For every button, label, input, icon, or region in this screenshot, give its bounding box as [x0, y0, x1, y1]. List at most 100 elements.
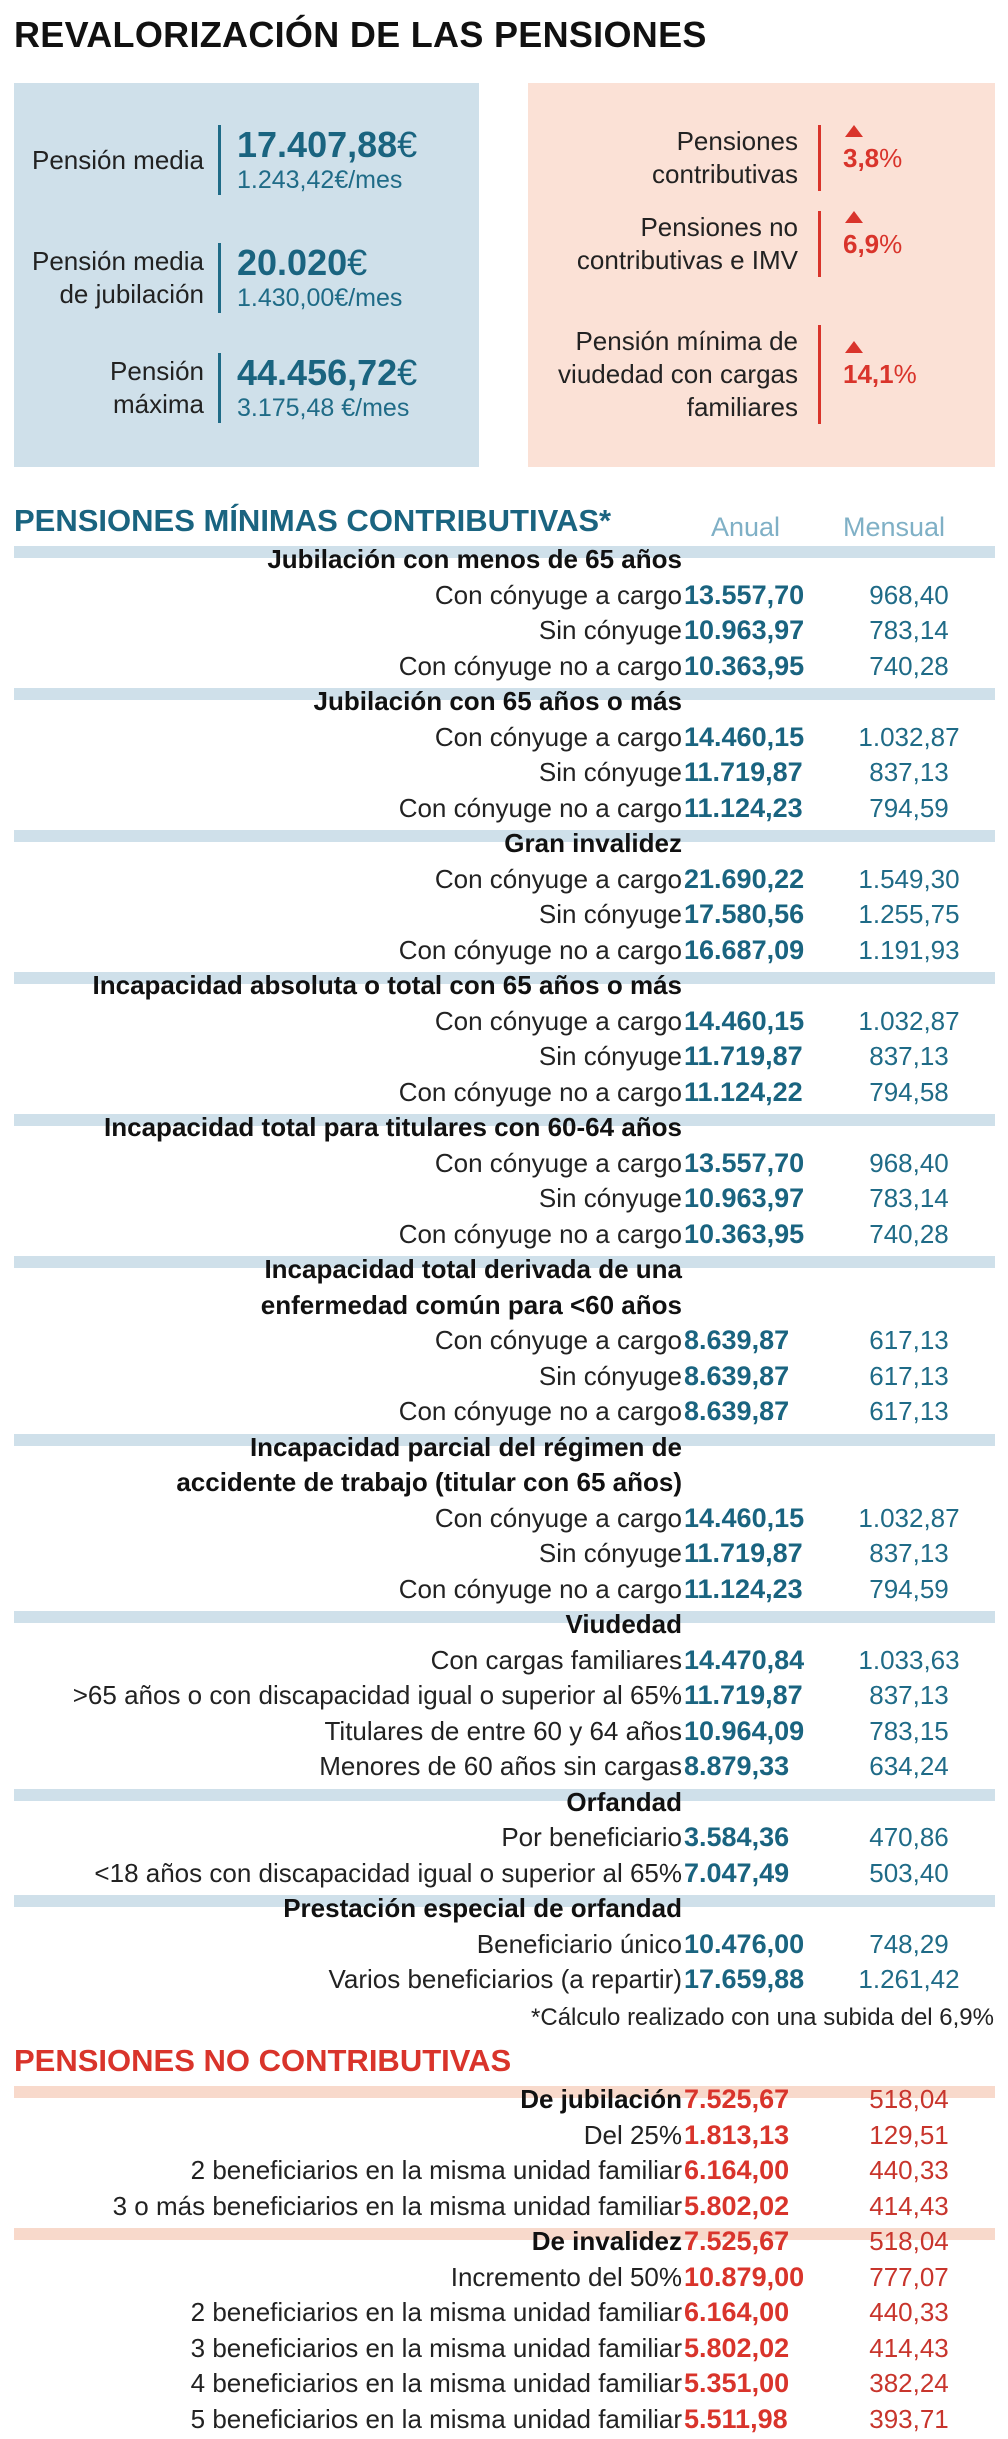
row-label: Titulares de entre 60 y 64 años	[324, 1715, 682, 1746]
group-band	[14, 1433, 995, 1446]
stat-label: Pensión media de jubilación	[32, 246, 204, 309]
row-annual: 3.584,36	[684, 1822, 790, 1852]
row-annual: 11.719,87	[684, 1538, 803, 1568]
row-label: Sin cónyuge	[538, 1360, 682, 1391]
row-label: Con cónyuge a cargo	[434, 1502, 682, 1533]
group-header: Viudedad	[14, 1607, 995, 1643]
table-row: 5 beneficiarios en la misma unidad famil…	[14, 2402, 995, 2438]
group-band	[14, 2228, 995, 2240]
group-header: Prestación especial de orfandad	[14, 1891, 995, 1927]
row-label: Con cónyuge a cargo	[434, 579, 682, 610]
row-monthly: 968,40	[869, 1147, 949, 1178]
row-annual: 21.690,22	[684, 863, 805, 894]
divider	[818, 211, 821, 277]
group-title: De jubilación	[520, 2084, 682, 2114]
row-annual: 1.813,13	[684, 2119, 790, 2150]
row-annual: 8.639,87	[684, 1360, 790, 1391]
table-row: >65 años o con discapacidad igual o supe…	[14, 1678, 995, 1714]
row-monthly: 777,07	[869, 2261, 949, 2292]
row-annual: 6.164,00	[684, 2155, 790, 2185]
row-label: Con cónyuge no a cargo	[398, 1076, 682, 1107]
percent-unit: %	[879, 228, 903, 259]
row-label: Por beneficiario	[501, 1822, 682, 1852]
row-label: Con cónyuge a cargo	[434, 863, 682, 894]
row-annual: 14.460,15	[684, 1005, 805, 1036]
stat-pension-maxima: Pensión máxima 44.456,72€ 3.175,48 €/mes	[14, 353, 479, 423]
table-row: 4 beneficiarios en la misma unidad famil…	[14, 2366, 995, 2402]
group-monthly: 518,04	[869, 2084, 949, 2114]
row-label: Sin cónyuge	[538, 1538, 682, 1568]
increase-label: Pensiones contributivas	[652, 126, 798, 189]
group-title: Viudedad	[565, 1609, 682, 1639]
row-monthly: 393,71	[869, 2403, 949, 2434]
row-monthly: 794,59	[869, 792, 949, 823]
stat-monthly-value: 1.243,42€/mes	[237, 166, 403, 194]
row-label: Con cónyuge no a cargo	[398, 650, 682, 681]
section-title-contributivas: PENSIONES MÍNIMAS CONTRIBUTIVAS*	[14, 503, 612, 538]
row-annual: 8.639,87	[684, 1325, 790, 1355]
table-row: 3 o más beneficiarios en la misma unidad…	[14, 2189, 995, 2225]
group-title: Incapacidad parcial del régimen de	[249, 1431, 682, 1462]
percent-unit: %	[879, 142, 903, 173]
row-annual: 11.124,23	[684, 1573, 803, 1604]
row-label: Menores de 60 años sin cargas	[319, 1751, 682, 1781]
group-annual: 7.525,67	[684, 2084, 790, 2114]
row-annual: 10.964,09	[684, 1715, 805, 1746]
up-arrow-icon	[845, 124, 863, 137]
group-band	[14, 1788, 995, 1801]
increase-label: Pensión mínima de viudedad con cargas fa…	[558, 326, 798, 422]
stat-pension-media-jubilacion: Pensión media de jubilación 20.020€ 1.43…	[14, 243, 479, 313]
group-band	[14, 830, 995, 842]
row-monthly: 1.549,30	[858, 863, 960, 894]
column-header-annual: Anual	[711, 512, 781, 542]
summary-box-increases: Pensiones contributivas 3,8% Pensiones n…	[528, 83, 995, 467]
row-label: Sin cónyuge	[538, 1183, 682, 1213]
row-label: Incremento del 50%	[450, 2261, 682, 2292]
stat-label: Pensión media	[32, 144, 204, 175]
row-monthly: 783,15	[869, 1715, 949, 1746]
row-label: Con cónyuge no a cargo	[398, 1218, 682, 1249]
row-label: 3 o más beneficiarios en la misma unidad…	[112, 2190, 682, 2221]
row-label: 5 beneficiarios en la misma unidad famil…	[190, 2403, 682, 2434]
group-header: Jubilación con menos de 65 años	[14, 542, 995, 578]
group-header: Orfandad	[14, 1785, 995, 1821]
row-annual: 11.719,87	[684, 1680, 803, 1710]
group-title-line2: enfermedad común para <60 años	[260, 1289, 682, 1320]
row-annual: 17.580,56	[684, 899, 805, 929]
group-header: Incapacidad total derivada de una enferme…	[14, 1252, 995, 1323]
group-title: Prestación especial de orfandad	[283, 1893, 682, 1923]
row-annual: 5.511,98	[684, 2403, 788, 2434]
row-monthly: 470,86	[869, 1822, 949, 1852]
group-band	[14, 2086, 995, 2098]
row-annual: 5.351,00	[684, 2368, 790, 2398]
row-annual: 10.963,97	[684, 615, 805, 645]
row-monthly: 414,43	[869, 2332, 949, 2363]
group-title: Incapacidad total derivada de una	[264, 1254, 682, 1284]
stat-label: Pensión máxima	[110, 356, 204, 419]
group-band	[14, 688, 995, 700]
row-annual: 8.639,87	[684, 1396, 790, 1426]
table-row: <18 años con discapacidad igual o superi…	[14, 1856, 995, 1892]
group-band	[14, 1895, 995, 1907]
row-monthly: 440,33	[869, 2155, 949, 2185]
increase-value: 6,9	[843, 228, 880, 259]
row-label: Con cónyuge a cargo	[434, 1147, 682, 1178]
increase-label: Pensiones no contributivas e IMV	[576, 212, 798, 275]
row-monthly: 740,28	[869, 1218, 949, 1249]
group-title: Jubilación con menos de 65 años	[267, 544, 682, 574]
